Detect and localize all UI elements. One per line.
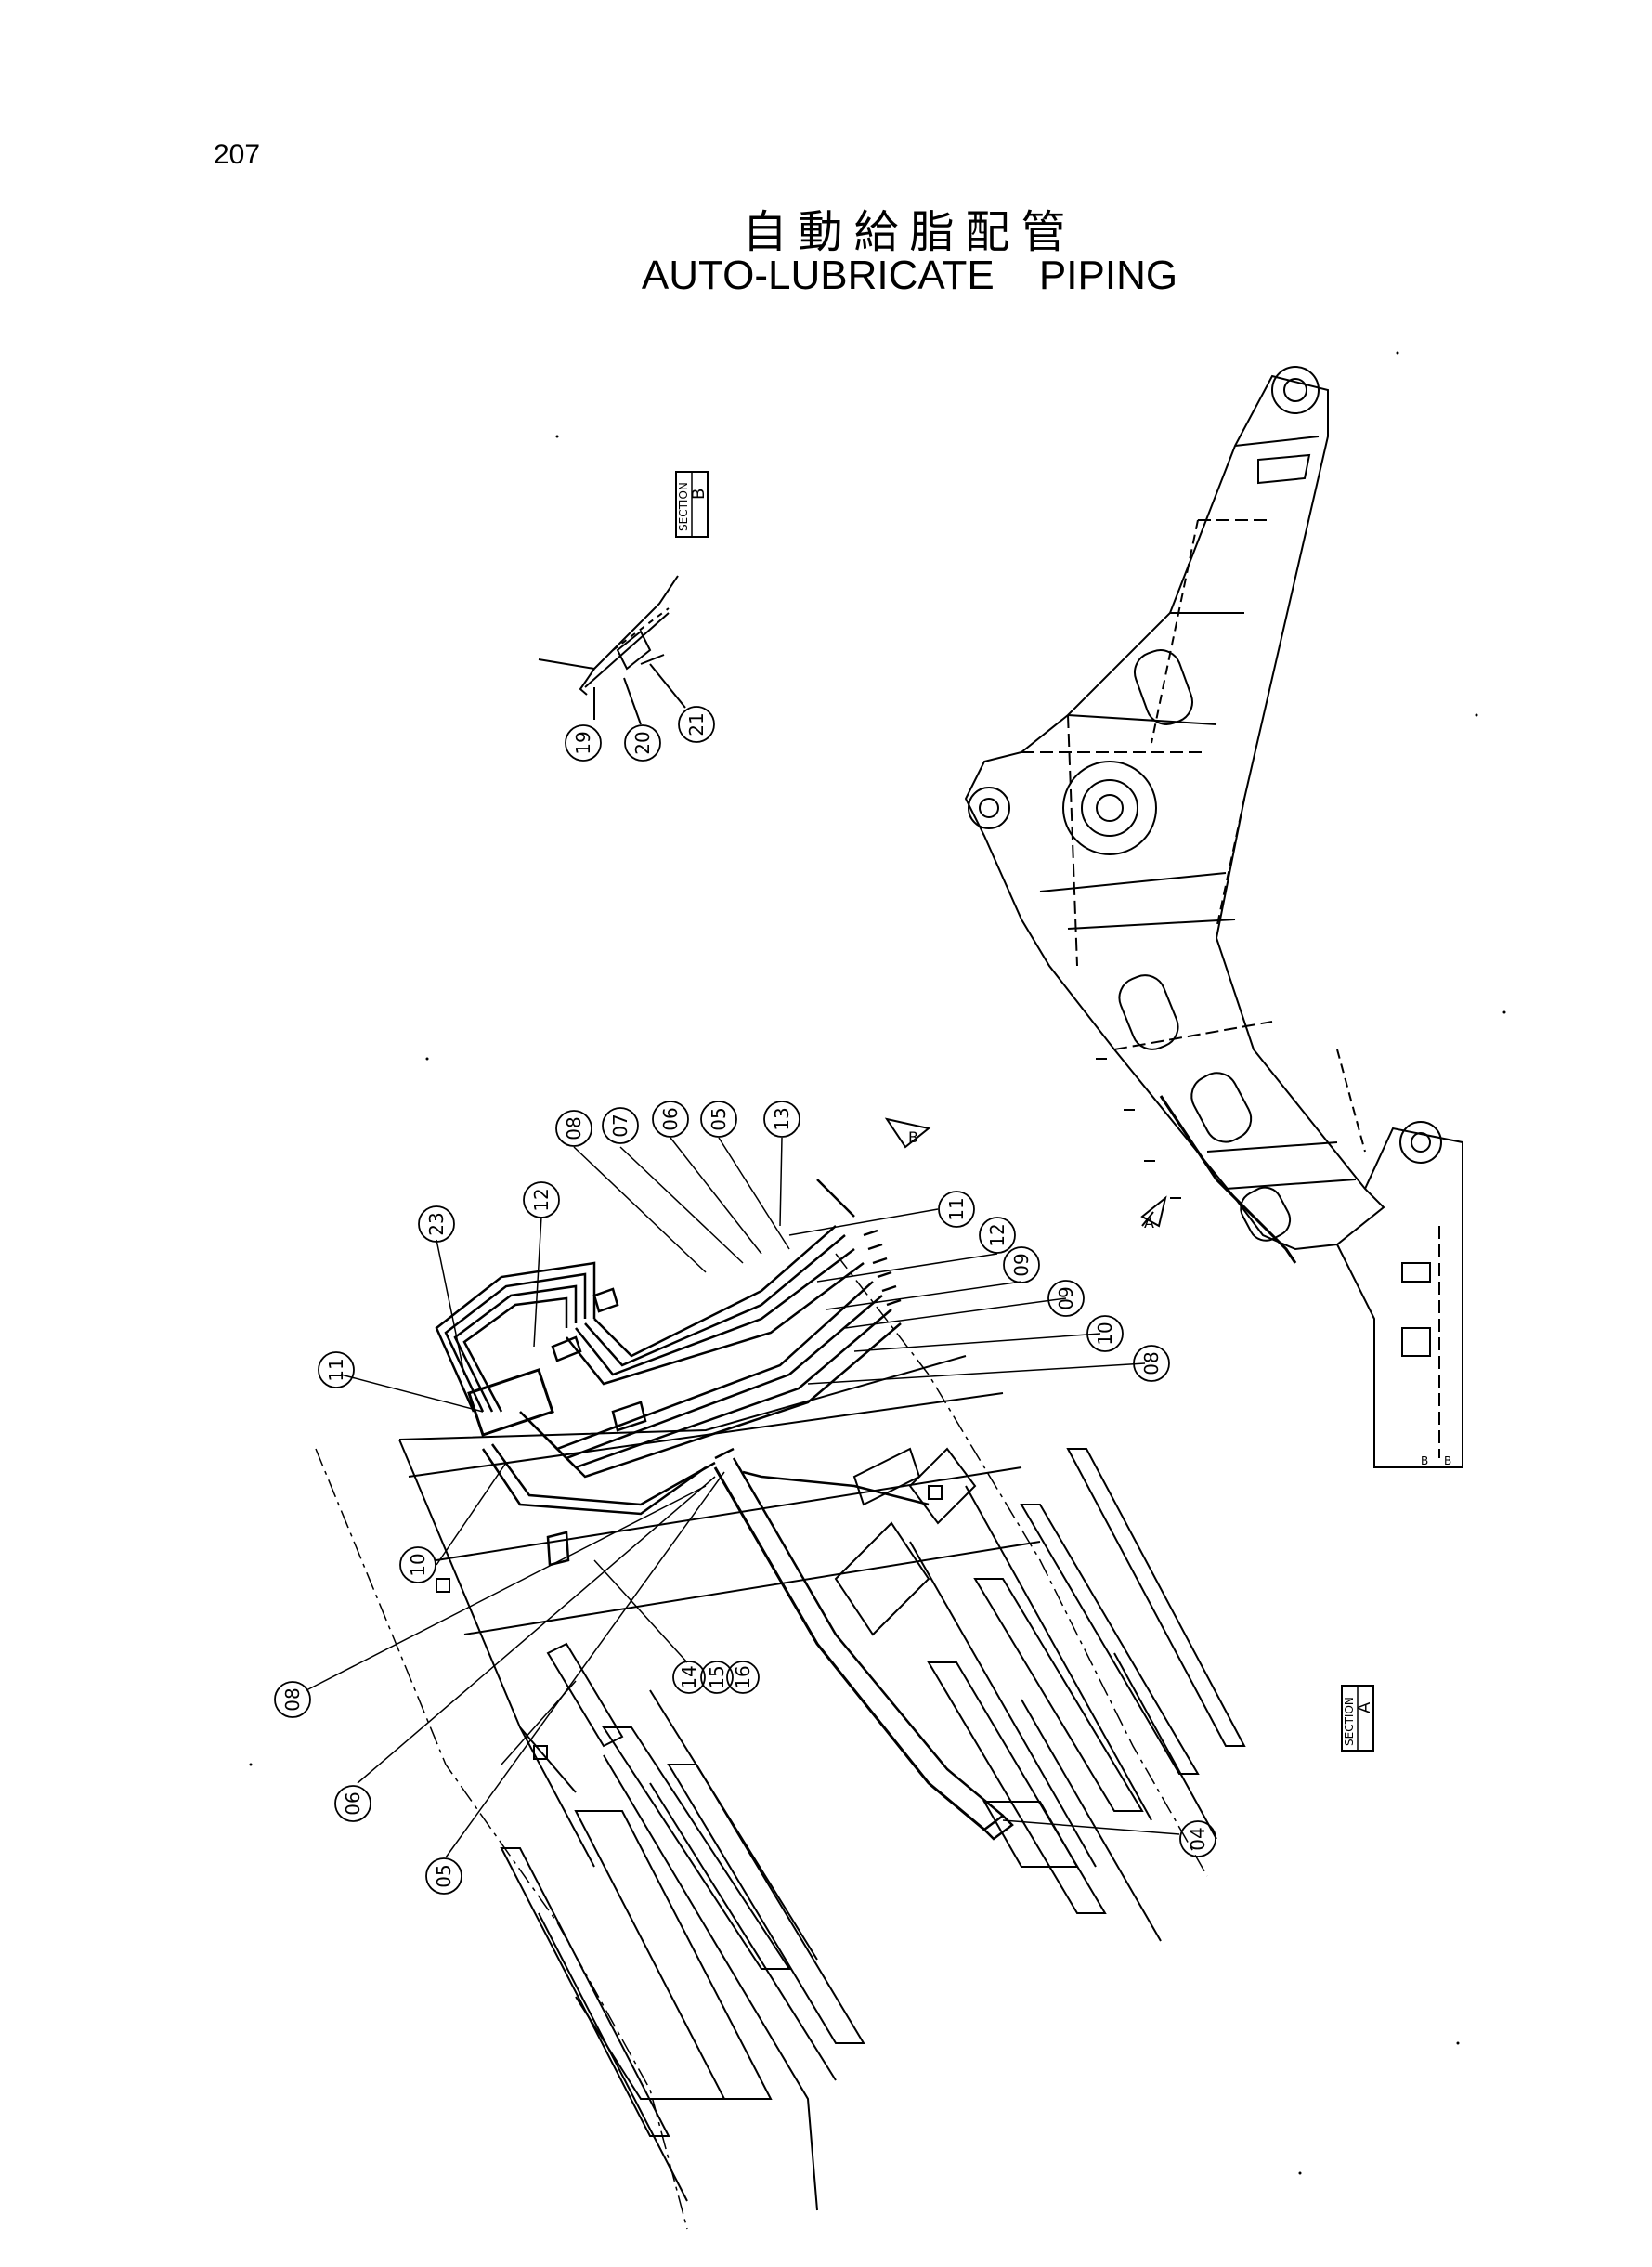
- callout-05-top: 05: [700, 1101, 737, 1138]
- section-b-letter: B: [689, 489, 709, 500]
- frame-mark-1: B: [1421, 1454, 1428, 1467]
- svg-text:23: 23: [425, 1212, 448, 1235]
- title-english-part1: AUTO-LUBRICATE: [641, 253, 995, 298]
- callout-11-right: 11: [938, 1191, 975, 1228]
- svg-text:11: 11: [945, 1197, 968, 1220]
- callout-20: 20: [624, 724, 661, 762]
- callout-05-bottom: 05: [425, 1857, 462, 1895]
- callout-07-top: 07: [602, 1107, 639, 1144]
- svg-text:05: 05: [433, 1864, 455, 1887]
- callout-19: 19: [565, 724, 602, 762]
- svg-text:09: 09: [1010, 1253, 1033, 1276]
- callout-12: 12: [523, 1181, 560, 1218]
- callout-08-bottom: 08: [274, 1681, 311, 1718]
- callout-10-right: 10: [1086, 1315, 1124, 1352]
- callout-12-right: 12: [979, 1217, 1016, 1254]
- view-arrow-b: B: [908, 1128, 918, 1146]
- title-english-part2: PIPING: [1038, 253, 1178, 298]
- svg-text:12: 12: [530, 1188, 553, 1211]
- section-b-label: SECTION: [677, 482, 690, 531]
- svg-text:19: 19: [572, 731, 594, 754]
- callout-08-right: 08: [1133, 1345, 1170, 1382]
- callout-11: 11: [318, 1351, 355, 1388]
- svg-text:06: 06: [659, 1107, 682, 1130]
- svg-text:06: 06: [342, 1791, 364, 1815]
- callout-04: 04: [1179, 1820, 1216, 1857]
- piping-harness: [435, 1179, 1014, 1841]
- leader-lines: [306, 1137, 1180, 1858]
- callout-09-right: 09: [1003, 1246, 1040, 1283]
- callout-13-top: 13: [763, 1101, 800, 1138]
- svg-text:07: 07: [609, 1114, 631, 1137]
- callout-14: 14: [672, 1661, 706, 1694]
- view-arrow-b-shape: [884, 1117, 931, 1149]
- section-a-box: SECTION A: [1341, 1685, 1374, 1752]
- view-arrow-a-shape: [1140, 1195, 1167, 1228]
- callout-08-top: 08: [555, 1110, 592, 1147]
- svg-text:13: 13: [771, 1107, 793, 1130]
- view-arrow-a: A: [1144, 1214, 1154, 1231]
- callout-15: 15: [700, 1661, 734, 1694]
- svg-text:08: 08: [1140, 1351, 1163, 1375]
- callout-16: 16: [726, 1661, 760, 1694]
- svg-text:14: 14: [678, 1665, 700, 1688]
- callout-06-bottom: 06: [334, 1785, 371, 1822]
- svg-text:21: 21: [685, 712, 708, 736]
- svg-text:04: 04: [1187, 1827, 1209, 1850]
- boom-outline: [964, 366, 1463, 1468]
- frame-mark-2: B: [1444, 1454, 1451, 1467]
- svg-text:08: 08: [281, 1687, 304, 1711]
- section-b-detail: [538, 575, 686, 725]
- callout-06-top: 06: [652, 1101, 689, 1138]
- section-a-letter: A: [1355, 1701, 1374, 1713]
- carbody-frame: [315, 1253, 1246, 2230]
- title-japanese: 自動給脂配管: [742, 206, 1077, 258]
- svg-text:12: 12: [986, 1223, 1008, 1246]
- svg-text:05: 05: [708, 1107, 730, 1130]
- svg-text:09: 09: [1055, 1286, 1077, 1309]
- callout-09b-right: 09: [1047, 1280, 1085, 1317]
- section-b-box: SECTION B: [675, 471, 709, 538]
- callout-21: 21: [678, 706, 715, 743]
- section-a-label: SECTION: [1343, 1697, 1356, 1746]
- svg-text:11: 11: [325, 1358, 347, 1381]
- scan-specks: [249, 351, 1506, 2175]
- svg-text:10: 10: [1094, 1322, 1116, 1345]
- svg-text:16: 16: [732, 1665, 754, 1688]
- svg-text:10: 10: [407, 1553, 429, 1576]
- title-english: AUTO-LUBRICATE PIPING: [0, 253, 1652, 299]
- svg-text:08: 08: [563, 1116, 585, 1140]
- svg-text:20: 20: [631, 731, 654, 754]
- page-number: 207: [214, 139, 261, 170]
- callout-23: 23: [418, 1205, 455, 1243]
- callout-10-left: 10: [399, 1546, 436, 1583]
- svg-text:15: 15: [706, 1665, 728, 1688]
